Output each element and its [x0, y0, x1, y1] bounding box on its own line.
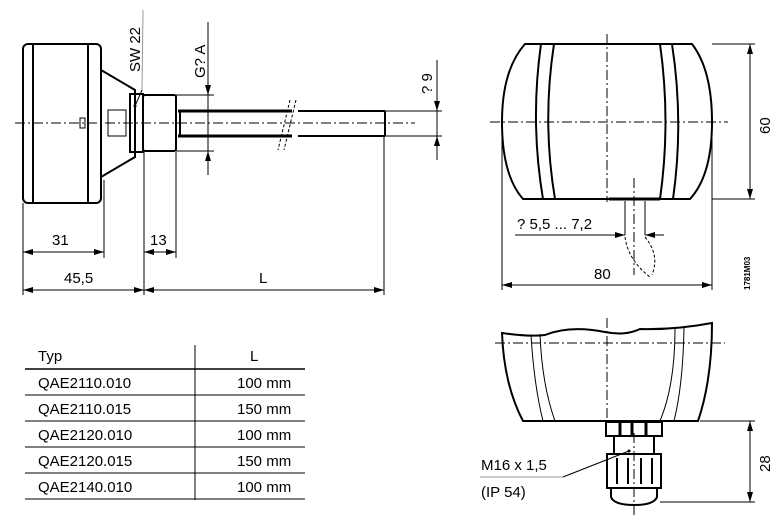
gland-protection-label: (IP 54)	[481, 484, 526, 501]
table-row: QAE2120.010 100 mm	[25, 427, 305, 448]
housing-front	[500, 43, 714, 200]
table-header-typ: Typ	[38, 348, 62, 365]
housing-cutaway	[500, 321, 714, 422]
table-cell-type: QAE2110.015	[38, 401, 131, 418]
probe-diameter-label: ? 9	[419, 73, 436, 94]
table-row: QAE2110.015 150 mm	[25, 401, 305, 422]
front-view: ? 5,5 ... 7,2 60 80 1781M03	[490, 34, 774, 290]
type-table: Typ L QAE2110.010 100 mm QAE2110.015 150…	[25, 345, 305, 500]
table-row: QAE2110.010 100 mm	[25, 375, 305, 396]
table-cell-type: QAE2120.010	[38, 427, 132, 444]
break-mark	[277, 99, 291, 151]
dim-height-label: 60	[757, 117, 774, 134]
bracket	[100, 69, 136, 178]
dim-length: L	[259, 270, 267, 287]
table-cell-length: 150 mm	[237, 453, 291, 470]
side-view: SW 22 G? A ? 9 31 13 45,5 L	[15, 9, 442, 295]
table-row: QAE2140.010 100 mm	[25, 479, 305, 500]
table-cell-length: 100 mm	[237, 479, 291, 496]
table-cell-length: 100 mm	[237, 427, 291, 444]
table-cell-length: 150 mm	[237, 401, 291, 418]
table-header-l: L	[250, 348, 258, 365]
table-row: QAE2120.015 150 mm	[25, 453, 305, 474]
gland-view: M16 x 1,5 (IP 54) 28	[480, 318, 774, 515]
table-cell-type: QAE2140.010	[38, 479, 132, 496]
wrench-size-label: SW 22	[127, 27, 144, 72]
table-cell-length: 100 mm	[237, 375, 291, 392]
dim-housing: 31	[52, 232, 69, 249]
cable-diameter-label: ? 5,5 ... 7,2	[517, 216, 592, 233]
gland-thread-label: M16 x 1,5	[481, 457, 547, 474]
cable	[624, 236, 656, 278]
table-cell-type: QAE2110.010	[38, 375, 131, 392]
table-cell-type: QAE2120.015	[38, 453, 132, 470]
dim-total-head: 45,5	[64, 270, 93, 287]
drawing-number: 1781M03	[743, 256, 752, 290]
dim-width-label: 80	[594, 266, 611, 283]
thread-label: G? A	[192, 45, 209, 78]
dim-nipple: 13	[150, 232, 167, 249]
gland-dim-label: 28	[757, 455, 774, 472]
